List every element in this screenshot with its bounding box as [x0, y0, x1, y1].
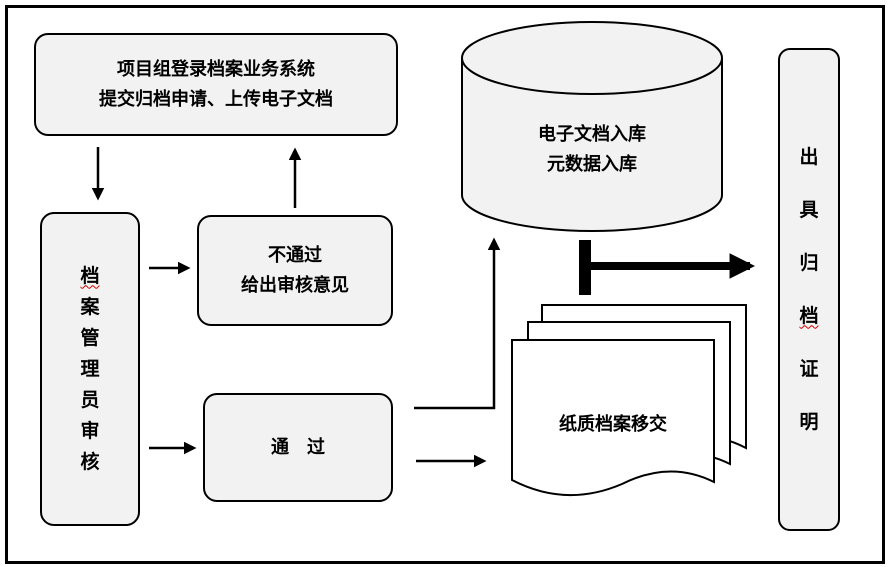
review-char-1: 档: [80, 264, 100, 287]
review-char-6: 审: [80, 419, 100, 442]
review-char-4: 理: [80, 357, 100, 380]
certificate-char-1: 出: [799, 145, 819, 168]
certificate-box: 出具归档证明: [778, 48, 840, 531]
review-char-5: 员: [80, 388, 100, 411]
review-char-2: 案: [80, 295, 100, 318]
certificate-char-6: 明: [799, 410, 819, 433]
certificate-char-2: 具: [799, 198, 819, 221]
certificate-char-4: 档: [799, 304, 819, 327]
certificate-char-3: 归: [799, 251, 819, 274]
paper-transfer-text: 纸质档案移交: [559, 414, 667, 435]
rejected-line-1: 不通过: [268, 244, 322, 266]
database-line-1: 电子文档入库: [538, 124, 646, 145]
rejected-box: 不通过 给出审核意见: [197, 215, 393, 326]
paper-transfer-label: 纸质档案移交: [512, 410, 714, 436]
paper-document-stack: [511, 304, 747, 497]
submit-application-box: 项目组登录档案业务系统 提交归档申请、上传电子文档: [34, 33, 398, 136]
database-label: 电子文档入库 元数据入库: [462, 124, 722, 176]
review-vertical-text: 档案管理员审核: [80, 264, 100, 473]
approved-box: 通 过: [203, 393, 393, 502]
certificate-vertical-text: 出具归档证明: [799, 145, 819, 433]
arrow-to-certificate: [579, 240, 756, 295]
review-char-7: 核: [80, 450, 100, 473]
certificate-char-5: 证: [799, 357, 819, 380]
review-char-3: 管: [80, 326, 100, 349]
approved-label: 通 过: [271, 436, 325, 458]
database-cylinder: [461, 21, 723, 232]
rejected-line-2: 给出审核意见: [241, 274, 349, 296]
database-line-2: 元数据入库: [547, 154, 637, 175]
arrow-approved-to-database: [414, 237, 501, 410]
archivist-review-box: 档案管理员审核: [40, 212, 140, 526]
submit-line-1: 项目组登录档案业务系统: [117, 58, 315, 80]
submit-line-2: 提交归档申请、上传电子文档: [99, 88, 333, 110]
